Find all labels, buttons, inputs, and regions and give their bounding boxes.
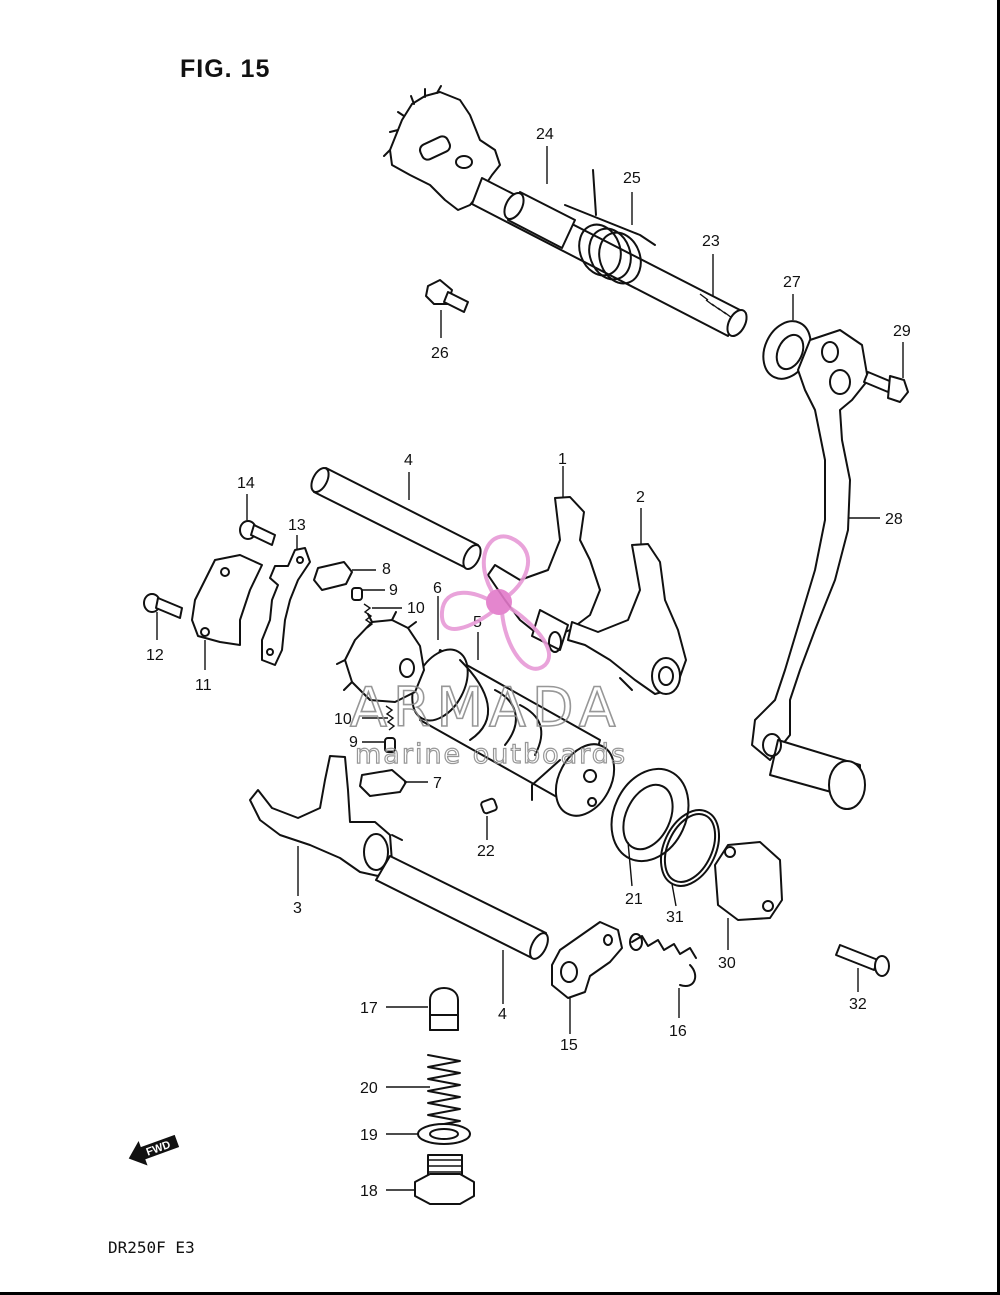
callout-16: 16 bbox=[669, 1023, 687, 1040]
plug-bolt-18 bbox=[414, 1154, 475, 1205]
callout-8: 8 bbox=[382, 561, 391, 578]
cover-30 bbox=[714, 841, 783, 921]
callout-28: 28 bbox=[885, 511, 903, 528]
callout-10-upper: 10 bbox=[407, 600, 425, 617]
bolt-29 bbox=[863, 371, 909, 403]
figure-title: FIG. 15 bbox=[180, 55, 270, 83]
callout-23: 23 bbox=[702, 233, 720, 250]
callout-17: 17 bbox=[360, 1000, 378, 1017]
watermark-brand: ARMADA bbox=[350, 676, 622, 739]
pin-spring-set-lower bbox=[384, 705, 396, 753]
cover-30-holes bbox=[724, 846, 774, 912]
callout-21: 21 bbox=[625, 891, 643, 908]
gear-shift-lever bbox=[751, 329, 869, 810]
callout-19: 19 bbox=[360, 1127, 378, 1144]
callout-11: 11 bbox=[195, 677, 212, 694]
washer-19 bbox=[417, 1123, 471, 1145]
callout-29: 29 bbox=[893, 323, 911, 340]
shift-cam bbox=[336, 611, 425, 703]
fork-shaft-upper bbox=[310, 466, 482, 571]
watermark-tagline: marine outboards bbox=[355, 739, 627, 770]
plate-11 bbox=[191, 554, 263, 646]
callout-31: 31 bbox=[666, 909, 684, 926]
callout-15: 15 bbox=[560, 1037, 578, 1054]
callout-4-upper: 4 bbox=[404, 452, 413, 469]
shift-fork-1 bbox=[487, 496, 601, 653]
callout-6: 6 bbox=[433, 580, 442, 597]
forward-arrow-icon: FWD bbox=[128, 1134, 180, 1166]
spring-20 bbox=[427, 1054, 461, 1134]
callout-14: 14 bbox=[237, 475, 255, 492]
callout-3: 3 bbox=[293, 900, 302, 917]
o-ring-31 bbox=[659, 809, 721, 887]
callout-10-lower: 10 bbox=[334, 711, 352, 728]
stopper-plate-15 bbox=[551, 921, 623, 999]
callout-2: 2 bbox=[636, 489, 645, 506]
fork-shaft-lower bbox=[375, 855, 549, 960]
callout-30: 30 bbox=[718, 955, 736, 972]
screw-14 bbox=[239, 520, 276, 546]
pin-22 bbox=[480, 797, 498, 815]
bolt-26 bbox=[425, 279, 469, 313]
border-right bbox=[997, 0, 1000, 1295]
callout-1: 1 bbox=[558, 451, 567, 468]
callout-12: 12 bbox=[146, 647, 164, 664]
callout-labels: 24 25 23 26 27 29 28 4 1 2 14 13 12 11 8… bbox=[146, 126, 911, 1200]
callout-26: 26 bbox=[431, 345, 449, 362]
callout-32: 32 bbox=[849, 996, 867, 1013]
shift-fork-3 bbox=[249, 755, 403, 877]
pin-spring-set-upper bbox=[351, 587, 374, 629]
neutral-plunger-17 bbox=[429, 987, 459, 1031]
plate-11-holes bbox=[200, 567, 230, 637]
shift-drum bbox=[411, 648, 616, 817]
watermark: ARMADA marine outboards bbox=[349, 534, 627, 771]
callout-13: 13 bbox=[288, 517, 306, 534]
propeller-logo-icon bbox=[439, 534, 551, 671]
forward-arrow-label: FWD bbox=[145, 1139, 173, 1159]
shaft-return-spring bbox=[564, 169, 656, 285]
callout-22: 22 bbox=[477, 843, 495, 860]
shift-fork-2 bbox=[567, 543, 687, 695]
gear-shift-shaft bbox=[383, 85, 748, 337]
callout-27: 27 bbox=[783, 274, 801, 291]
callout-4-lower: 4 bbox=[498, 1006, 507, 1023]
callout-18: 18 bbox=[360, 1183, 378, 1200]
callout-25: 25 bbox=[623, 170, 641, 187]
model-code: DR250F E3 bbox=[108, 1238, 195, 1257]
washer-21 bbox=[610, 767, 690, 863]
callout-7: 7 bbox=[433, 775, 442, 792]
callout-9-upper: 9 bbox=[389, 582, 398, 599]
callout-24: 24 bbox=[536, 126, 554, 143]
border-bottom bbox=[0, 1292, 1000, 1295]
return-spring-16 bbox=[629, 933, 697, 987]
callout-20: 20 bbox=[360, 1080, 378, 1097]
plate-13-holes bbox=[266, 556, 304, 656]
cam-stopper-7 bbox=[359, 769, 407, 797]
screw-32 bbox=[835, 944, 890, 977]
screw-12 bbox=[143, 593, 183, 619]
cam-stopper-8 bbox=[313, 561, 353, 591]
callout-9-lower: 9 bbox=[349, 734, 358, 751]
leader-lines bbox=[156, 146, 904, 1191]
plate-13 bbox=[261, 547, 311, 666]
